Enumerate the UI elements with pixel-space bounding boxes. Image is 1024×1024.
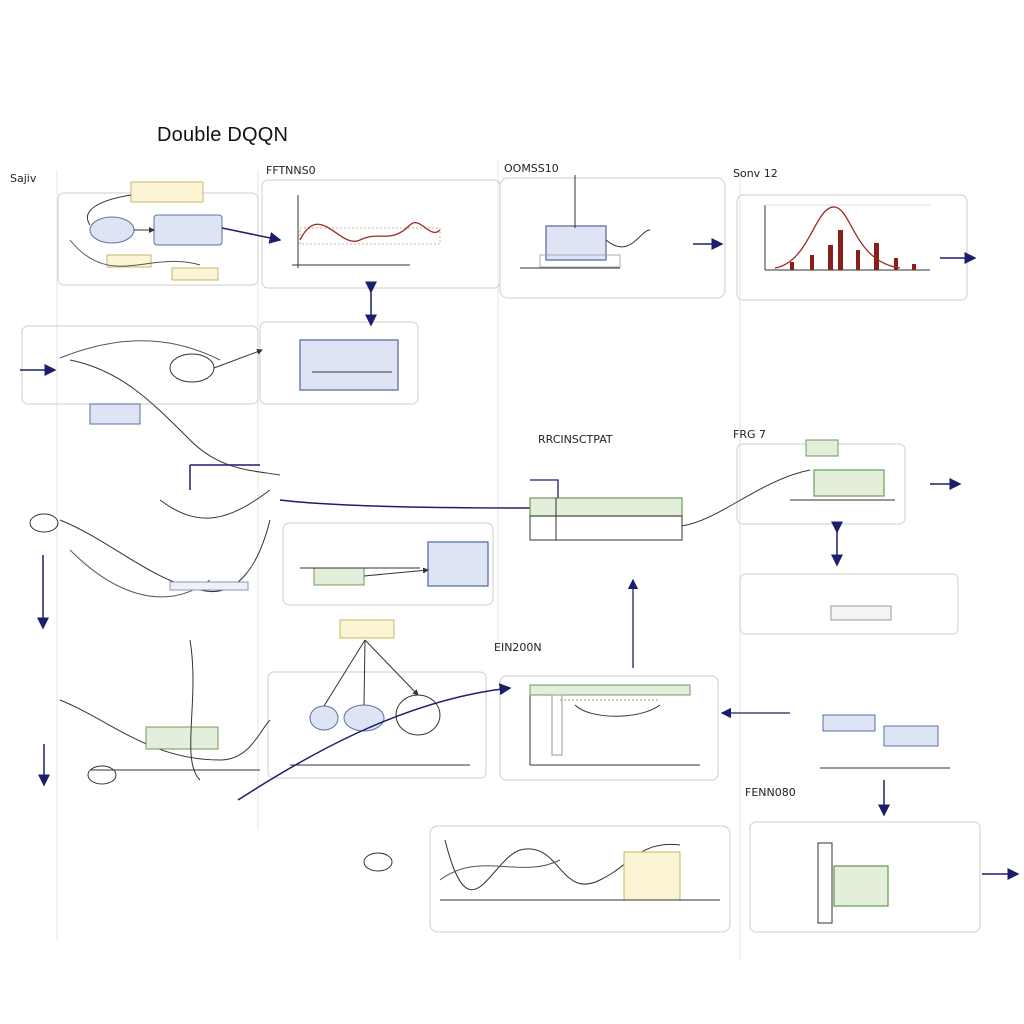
cluster-left-lower (29, 464, 271, 787)
diagram-title: Double DQQN (157, 124, 289, 146)
section-label-top-left: Sajiv (10, 172, 37, 185)
chart-top-mid-left (292, 195, 441, 268)
ellipse-node (89, 216, 135, 244)
section-label-mid-center: RRCINSCTPAT (538, 433, 613, 446)
panel-center-3 (282, 522, 494, 606)
cluster-center-5 (237, 619, 512, 801)
guide-lines (56, 160, 741, 960)
cluster-bottom-right (817, 842, 1020, 924)
section-label-top-mid-left: FFTNNS0 (266, 164, 316, 177)
section-label-mid-right: FRG 7 (733, 428, 766, 441)
blue-node (153, 214, 223, 246)
section-label-top-mid: OOMSS10 (504, 162, 559, 175)
yellow-node (130, 181, 204, 203)
yellow-tag (106, 254, 152, 268)
cluster-top-left (69, 181, 282, 281)
panel-top-right (736, 194, 968, 301)
block-top-mid (520, 175, 724, 269)
cluster-left-mid (20, 340, 281, 476)
panel-center-5 (267, 671, 487, 779)
block-center-3 (300, 541, 489, 587)
panel-bottom-center (429, 825, 731, 933)
panel-mid-2 (259, 321, 419, 405)
blue-node-2 (89, 403, 141, 425)
panels (21, 177, 981, 933)
cluster-bottom-center (363, 839, 720, 901)
panel-top-mid (499, 177, 726, 299)
block-mid-center (529, 469, 811, 541)
section-label-bottom-right: FENN080 (745, 786, 796, 799)
panel-right-4 (739, 573, 959, 635)
blue-block (545, 225, 607, 261)
cluster-lower-right (720, 707, 950, 817)
section-label-lower-center: EIN200N (494, 641, 542, 654)
chart-lower-center (529, 684, 700, 766)
section-label-top-right: Sonv 12 (733, 167, 778, 180)
chart-top-right (764, 204, 977, 271)
panel-bottom-right (749, 821, 981, 933)
green-node-left (145, 726, 219, 750)
block-mid-2 (299, 339, 399, 391)
block-mid-right (790, 439, 962, 621)
panel-lower-center (499, 675, 719, 781)
yellow-tag-2 (171, 267, 219, 281)
